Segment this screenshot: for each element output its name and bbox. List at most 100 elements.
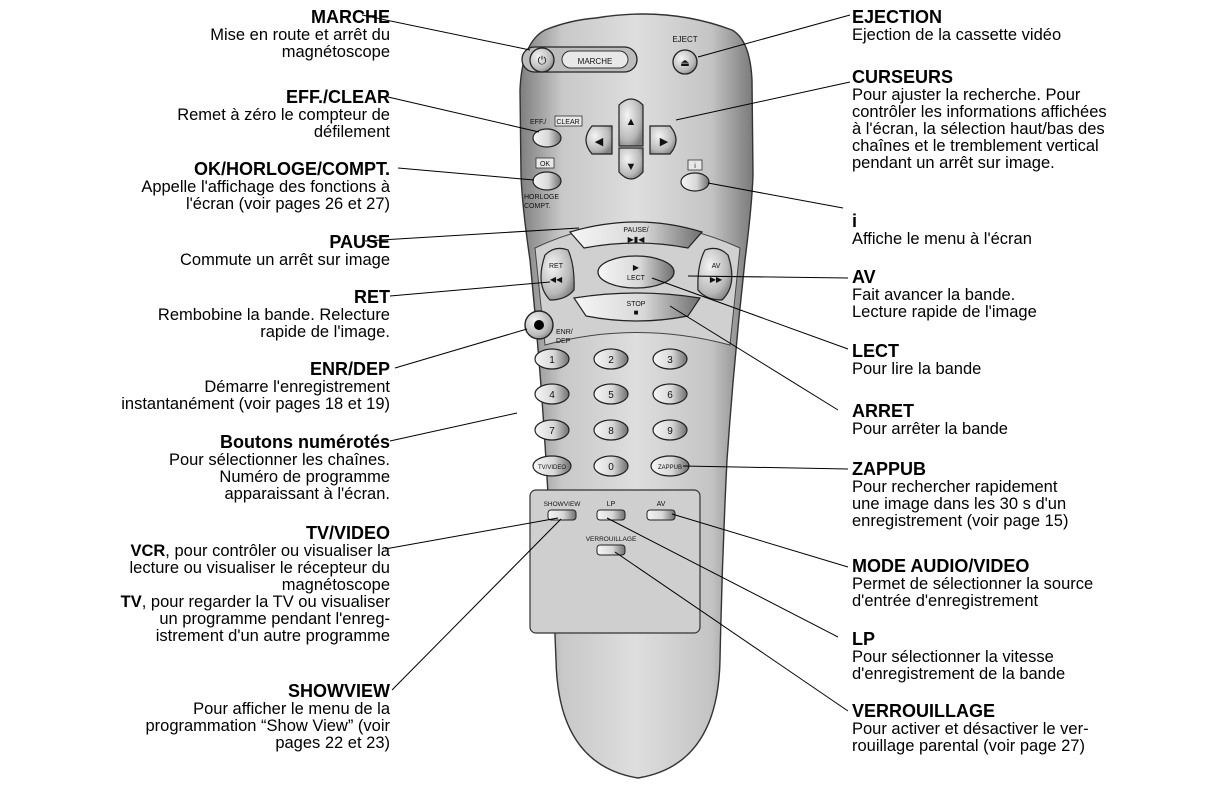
callout-line: magnétoscope xyxy=(281,43,390,61)
eject-button[interactable]: ⏏ xyxy=(672,49,698,75)
digit-button[interactable]: 8 xyxy=(593,419,629,441)
callout-title: EFF./CLEAR xyxy=(285,87,390,107)
callout-tv-video: TV/VIDEO VCR, pour contrôler ou visualis… xyxy=(121,524,390,645)
callout-line: rouillage parental (voir page 27) xyxy=(852,737,1085,755)
callout-title: Boutons numérotés xyxy=(219,432,390,452)
tv-term: TV xyxy=(120,593,142,611)
digit-button[interactable]: 7 xyxy=(534,419,570,441)
leader-curseurs xyxy=(675,81,851,121)
lp-label: LP xyxy=(607,501,616,508)
callout-title: i xyxy=(852,211,858,231)
callout-line: lecture ou visualiser le récepteur du xyxy=(129,559,390,577)
callout-title: AV xyxy=(852,267,876,287)
callout-line: Lecture rapide de l'image xyxy=(852,303,1037,321)
digit-button[interactable]: 2 xyxy=(593,348,629,370)
callout-av: AV Fait avancer la bande. Lecture rapide… xyxy=(852,268,1037,321)
zero-button[interactable]: 0 xyxy=(593,455,629,477)
showview-switch[interactable] xyxy=(547,509,577,521)
stop-button[interactable]: STOP ■ xyxy=(572,292,702,322)
callout-line: pages 22 et 23) xyxy=(275,734,390,752)
callout-arret: ARRET Pour arrêter la bande xyxy=(852,402,1008,438)
enr-label: ENR/ xyxy=(556,329,573,336)
callout-line: à l'écran, la sélection haut/bas des xyxy=(852,120,1105,138)
callout-title: PAUSE xyxy=(329,232,390,252)
ok-horloge-button[interactable] xyxy=(532,171,562,191)
callout-line: chaînes et le tremblement vertical xyxy=(852,137,1099,155)
lect-button[interactable]: ▶ LECT xyxy=(597,255,675,289)
cursor-down-button[interactable]: ▼ xyxy=(618,147,644,180)
callout-line: l'écran (voir pages 26 et 27) xyxy=(185,195,390,213)
callout-line: Pour sélectionner la vitesse xyxy=(852,648,1054,666)
digit-button[interactable]: 3 xyxy=(652,348,688,370)
leader-mode-audio xyxy=(671,513,849,568)
leader-i xyxy=(707,182,844,209)
digit-label: 4 xyxy=(549,390,555,401)
ret-label: RET xyxy=(549,263,564,270)
horloge-label: HORLOGE xyxy=(524,194,559,201)
callout-line: , pour contrôler ou visualiser la xyxy=(165,542,390,560)
ok-label: OK xyxy=(540,161,550,168)
forward-icon: ▶▶ xyxy=(710,275,723,284)
cursor-left-button[interactable]: ◀ xyxy=(585,125,613,155)
callout-title: LP xyxy=(852,629,876,649)
arrow-down-icon: ▼ xyxy=(626,161,637,173)
ret-button[interactable]: RET ◀◀ xyxy=(540,247,575,301)
leader-enr xyxy=(394,328,528,369)
digit-label: 6 xyxy=(667,390,673,401)
zero-label: 0 xyxy=(608,462,614,473)
callout-lp: LP Pour sélectionner la vitesse d'enregi… xyxy=(852,630,1065,683)
callout-ok-horloge: OK/HORLOGE/COMPT. Appelle l'affichage de… xyxy=(141,160,390,213)
callout-line: Rembobine la bande. Relecture xyxy=(157,306,390,324)
clear-label: CLEAR xyxy=(556,119,579,126)
info-button[interactable] xyxy=(680,172,710,192)
eff-label: EFF./ xyxy=(530,119,546,126)
leader-marche xyxy=(361,14,531,51)
record-icon xyxy=(534,320,544,330)
av-button[interactable]: AV ▶▶ xyxy=(697,247,733,301)
cursor-up-button[interactable]: ▲ xyxy=(618,98,644,147)
marche-label: MARCHE xyxy=(578,57,613,66)
callout-line: pendant un arrêt sur image. xyxy=(852,154,1055,172)
lower-panel xyxy=(529,489,701,634)
callout-ejection: EJECTION Ejection de la cassette vidéo xyxy=(852,8,1061,44)
digit-button[interactable]: 1 xyxy=(534,348,570,370)
leader-ejection xyxy=(697,14,851,58)
digit-button[interactable]: 6 xyxy=(652,383,688,405)
callout-line: Pour rechercher rapidement xyxy=(852,478,1058,496)
callout-line: Remet à zéro le compteur de xyxy=(177,106,390,124)
lp-switch[interactable] xyxy=(596,509,626,521)
callout-line: un programme pendant l'enreg- xyxy=(159,610,390,628)
verrouillage-switch[interactable] xyxy=(596,544,626,556)
callout-line: Permet de sélectionner la source xyxy=(852,575,1094,593)
marche-button[interactable]: ⏻ MARCHE xyxy=(521,46,638,73)
leader-lp xyxy=(606,517,839,638)
leader-pause xyxy=(364,227,580,242)
eject-icon: ⏏ xyxy=(680,58,689,69)
callout-line: , pour regarder la TV ou visualiser xyxy=(141,593,390,611)
leader-ok xyxy=(397,167,535,181)
callout-line: Pour sélectionner les chaînes. xyxy=(168,451,390,469)
callout-title: VERROUILLAGE xyxy=(852,701,996,721)
compt-label: COMPT. xyxy=(524,203,551,210)
zappub-button[interactable]: ZAPPUB xyxy=(650,455,690,477)
tv-video-label: TV/VIDEO xyxy=(538,465,566,471)
digit-button[interactable]: 9 xyxy=(652,419,688,441)
callout-line: d'entrée d'enregistrement xyxy=(852,592,1039,610)
callout-lect: LECT Pour lire la bande xyxy=(852,342,981,378)
callout-line: enregistrement (voir page 15) xyxy=(852,512,1069,530)
tv-video-button[interactable]: TV/VIDEO xyxy=(532,455,572,477)
callout-line: magnétoscope xyxy=(281,576,390,594)
callout-title: EJECTION xyxy=(852,7,943,27)
play-icon: ▶ xyxy=(633,263,640,272)
eff-clear-button[interactable] xyxy=(532,128,562,148)
pause-button[interactable]: PAUSE/ ▶▮◀ xyxy=(568,221,704,249)
enr-dep-button[interactable] xyxy=(524,310,554,340)
digit-button[interactable]: 5 xyxy=(593,383,629,405)
callout-line: Pour afficher le menu de la xyxy=(193,700,390,718)
digit-label: 9 xyxy=(667,426,673,437)
callout-line: Mise en route et arrêt du xyxy=(210,26,390,44)
digit-button[interactable]: 4 xyxy=(534,383,570,405)
callout-line: apparaissant à l'écran. xyxy=(224,485,391,503)
cursor-right-button[interactable]: ▶ xyxy=(649,125,677,155)
av-switch[interactable] xyxy=(646,509,676,521)
